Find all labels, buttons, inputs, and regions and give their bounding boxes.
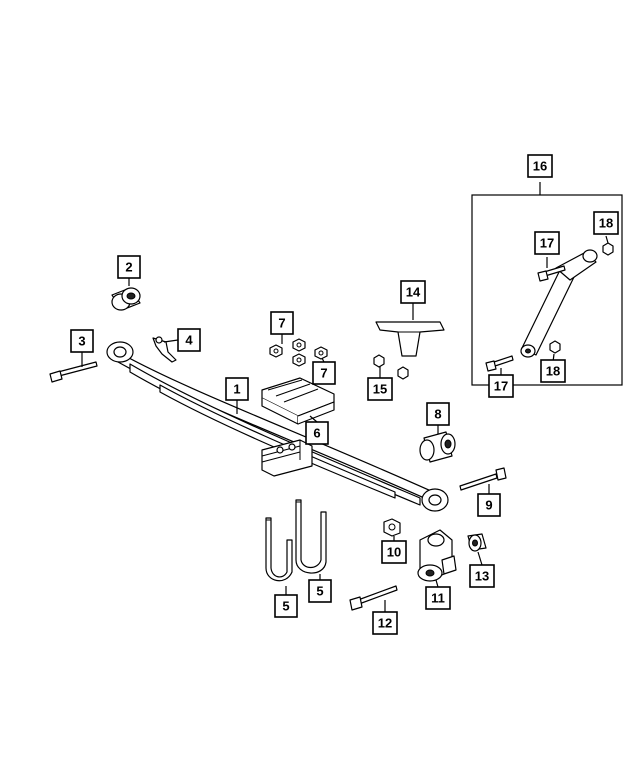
shackle-nut xyxy=(383,518,401,537)
callout-4-label: 4 xyxy=(185,333,193,348)
shackle-bushing xyxy=(467,533,487,552)
u-bolt-left xyxy=(265,517,293,582)
callout-13-label: 13 xyxy=(475,569,489,584)
callout-17-lower-label: 17 xyxy=(494,379,508,394)
shock-upper-bolt xyxy=(537,265,566,282)
rear-eye-bushing xyxy=(419,431,456,463)
u-bolt-nuts xyxy=(269,338,328,367)
callout-16: 16 xyxy=(527,154,553,178)
shackle-pivot-bolt xyxy=(349,585,398,611)
callout-8-label: 8 xyxy=(434,407,441,422)
callout-12: 12 xyxy=(372,611,398,635)
shock-absorber-detail-frame xyxy=(471,182,623,386)
callout-15: 15 xyxy=(367,377,393,401)
callout-18-lower: 18 xyxy=(540,359,566,383)
leader-lines xyxy=(81,235,609,612)
callout-5-right-label: 5 xyxy=(316,584,323,599)
callout-11: 11 xyxy=(425,586,451,610)
callout-17-lower: 17 xyxy=(488,374,514,398)
callout-5-left-label: 5 xyxy=(282,599,289,614)
shackle-bolt xyxy=(459,467,507,491)
callout-6: 6 xyxy=(305,421,329,445)
callout-17-upper: 17 xyxy=(534,231,560,255)
callout-18-upper: 18 xyxy=(593,211,619,235)
spring-shackle xyxy=(417,529,457,582)
callout-12-label: 12 xyxy=(378,616,392,631)
front-eye-bolt xyxy=(49,361,98,383)
leaf-spring xyxy=(106,341,449,512)
callout-7-bottom: 7 xyxy=(312,361,336,385)
callout-4: 4 xyxy=(177,328,201,352)
callout-18-lower-label: 18 xyxy=(546,364,560,379)
u-bolt-right xyxy=(295,499,327,574)
spring-plate xyxy=(261,377,335,425)
callout-11-label: 11 xyxy=(431,591,445,606)
callout-1-label: 1 xyxy=(233,382,240,397)
callout-3-label: 3 xyxy=(78,334,85,349)
callout-8: 8 xyxy=(426,402,450,426)
callout-7-top: 7 xyxy=(270,311,294,335)
callout-17-upper-label: 17 xyxy=(540,236,554,251)
callout-16-label: 16 xyxy=(533,159,547,174)
mounting-bracket xyxy=(375,321,445,357)
callout-9-label: 9 xyxy=(485,498,492,513)
callout-2-label: 2 xyxy=(125,260,132,275)
shock-lower-bolt xyxy=(485,355,514,372)
callout-5-left: 5 xyxy=(274,594,298,618)
callout-15-label: 15 xyxy=(373,382,387,397)
callout-14-label: 14 xyxy=(406,285,421,300)
callout-6-label: 6 xyxy=(313,426,320,441)
callout-10: 10 xyxy=(381,540,407,564)
shock-absorber xyxy=(520,249,598,358)
bracket-nuts xyxy=(373,354,409,380)
callout-2: 2 xyxy=(117,255,141,279)
callout-3: 3 xyxy=(70,329,94,353)
spring-clip xyxy=(152,336,177,363)
front-eye-bushing xyxy=(111,287,141,311)
callout-7-bottom-label: 7 xyxy=(320,366,327,381)
callout-13: 13 xyxy=(469,564,495,588)
callout-1: 1 xyxy=(225,377,249,401)
callout-5-right: 5 xyxy=(308,579,332,603)
callout-10-label: 10 xyxy=(387,545,401,560)
callout-14: 14 xyxy=(400,280,426,304)
callout-18-upper-label: 18 xyxy=(599,216,613,231)
callout-7-top-label: 7 xyxy=(278,316,285,331)
callout-9: 9 xyxy=(477,493,501,517)
